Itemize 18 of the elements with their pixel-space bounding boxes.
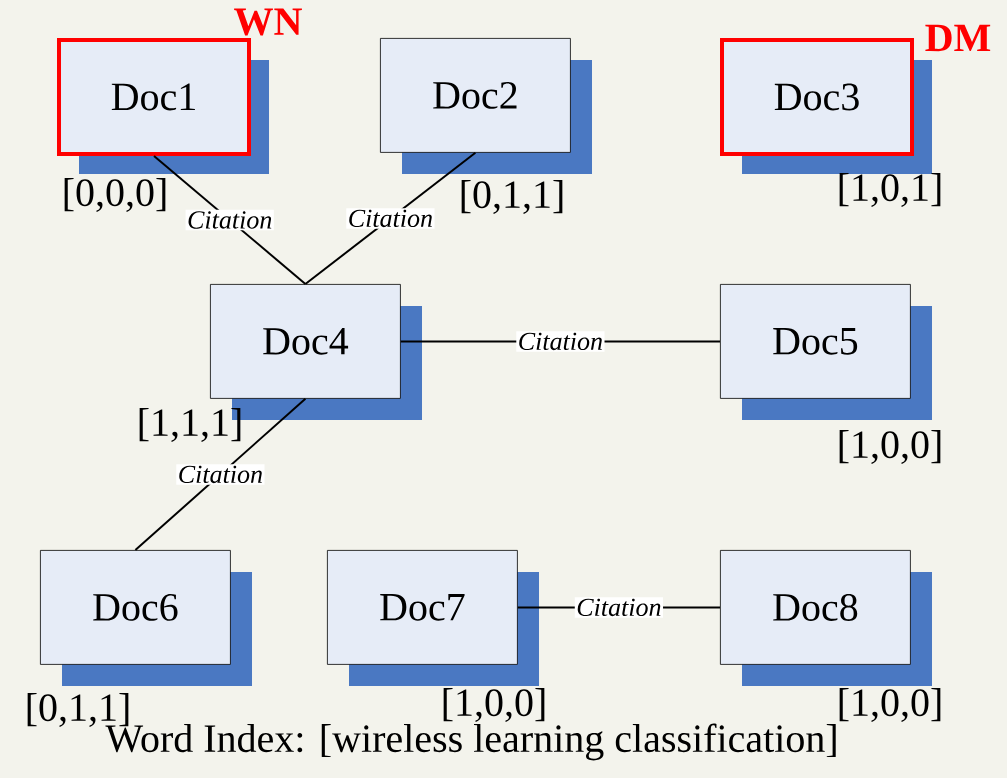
edge-label: Citation: [346, 208, 435, 229]
connector-line: [134, 397, 307, 551]
document-box: Doc5: [720, 284, 932, 420]
tag-label: WN: [234, 8, 302, 36]
document-box: Doc2: [380, 38, 592, 174]
vector-label: [1,0,0]: [443, 688, 545, 722]
document-box: Doc8: [720, 550, 932, 686]
vector-label: [1,0,1]: [839, 173, 941, 207]
document-box: Doc7: [327, 550, 539, 686]
edge-label: Citation: [574, 597, 663, 618]
vector-label: [1,0,0]: [839, 688, 941, 722]
document-box: Doc1: [57, 38, 269, 174]
edge-label: Citation: [516, 331, 605, 352]
document-box: Doc6: [40, 550, 252, 686]
edge-label: Citation: [176, 464, 265, 485]
vector-label: [1,0,0]: [839, 430, 941, 464]
vector-label: [0,0,0]: [64, 178, 166, 212]
vector-label: [0,1,1]: [461, 180, 563, 214]
